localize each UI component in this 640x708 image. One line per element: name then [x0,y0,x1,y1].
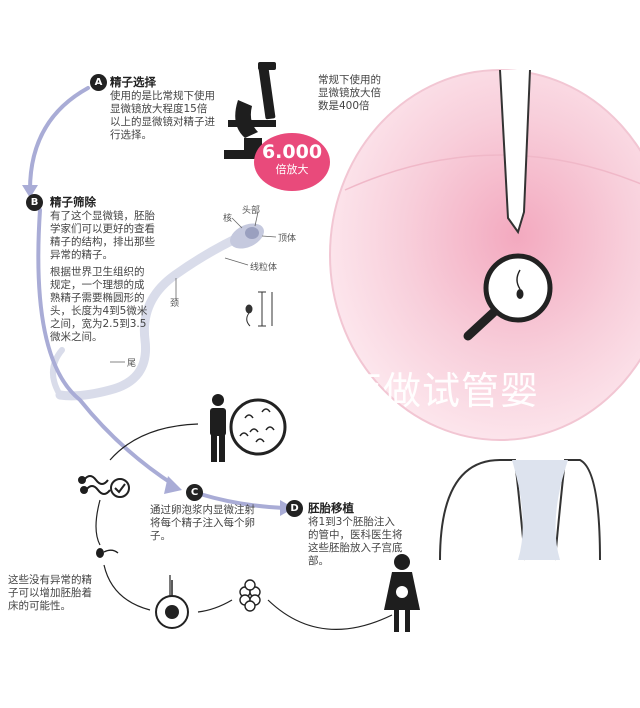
sperm-sample-icon [229,398,287,456]
magnification-badge: 6.000 倍放大 [254,133,330,191]
magnification-unit: 倍放大 [275,163,309,176]
female-figure-icon [384,554,420,632]
step-c-text: 通过卵泡浆内显微注射将每个精子注入每个卵子。 [150,504,255,542]
step-b-title: 精子筛除 [50,195,96,209]
step-c-badge: C [186,484,203,501]
step-b-text-1: 有了这个显微镜，胚胎学家们可以更好的查看精子的结构，排出那些异常的精子。 [50,210,155,261]
injection-pipette [499,69,531,235]
step-d-badge: D [286,500,303,517]
watermark: 亚做试管婴 [344,369,540,413]
sperm-group-icon [78,475,111,495]
process-arrows [28,86,286,510]
check-icon [110,478,130,498]
step-a-badge: A [90,74,107,91]
magnification-value: 6.000 [261,141,323,163]
label-mitochondria: 线粒体 [250,263,278,273]
step-d-text: 将1到3个胚胎注入的管中，医科医生将这些胚胎放入子宫底部。 [308,516,403,567]
microscope-note: 常规下使用的显微镜放大倍数是400倍 [318,74,381,112]
step-b-text-2: 根据世界卫生组织的规定，一个理想的成熟精子需要椭圆形的头，长度为4到5微米之间，… [50,266,148,343]
step-d-title: 胚胎移植 [308,501,354,515]
single-sperm-icon [96,548,119,558]
step-b-badge: B [26,194,43,211]
label-acrosome: 顶体 [278,234,297,244]
size-scale-icon [245,291,273,327]
label-neck: 颈 [170,299,180,309]
label-nucleus: 核 [223,214,233,224]
egg-injection-icon [155,580,189,629]
step-a-text: 使用的是比常规下使用显微镜放大程度15倍以上的显微镜对精子进行选择。 [110,90,215,141]
male-figure-icon [210,394,226,462]
label-head: 头部 [242,206,261,216]
holding-pipette [439,459,601,561]
step-a-title: 精子选择 [110,75,156,89]
label-tail: 尾 [127,359,137,369]
sperm-illustration [50,211,277,401]
magnifier-icon [463,253,553,341]
bottom-note: 这些没有异常的精子可以增加胚胎着床的可能性。 [8,574,92,612]
embryo-icon [239,579,261,612]
